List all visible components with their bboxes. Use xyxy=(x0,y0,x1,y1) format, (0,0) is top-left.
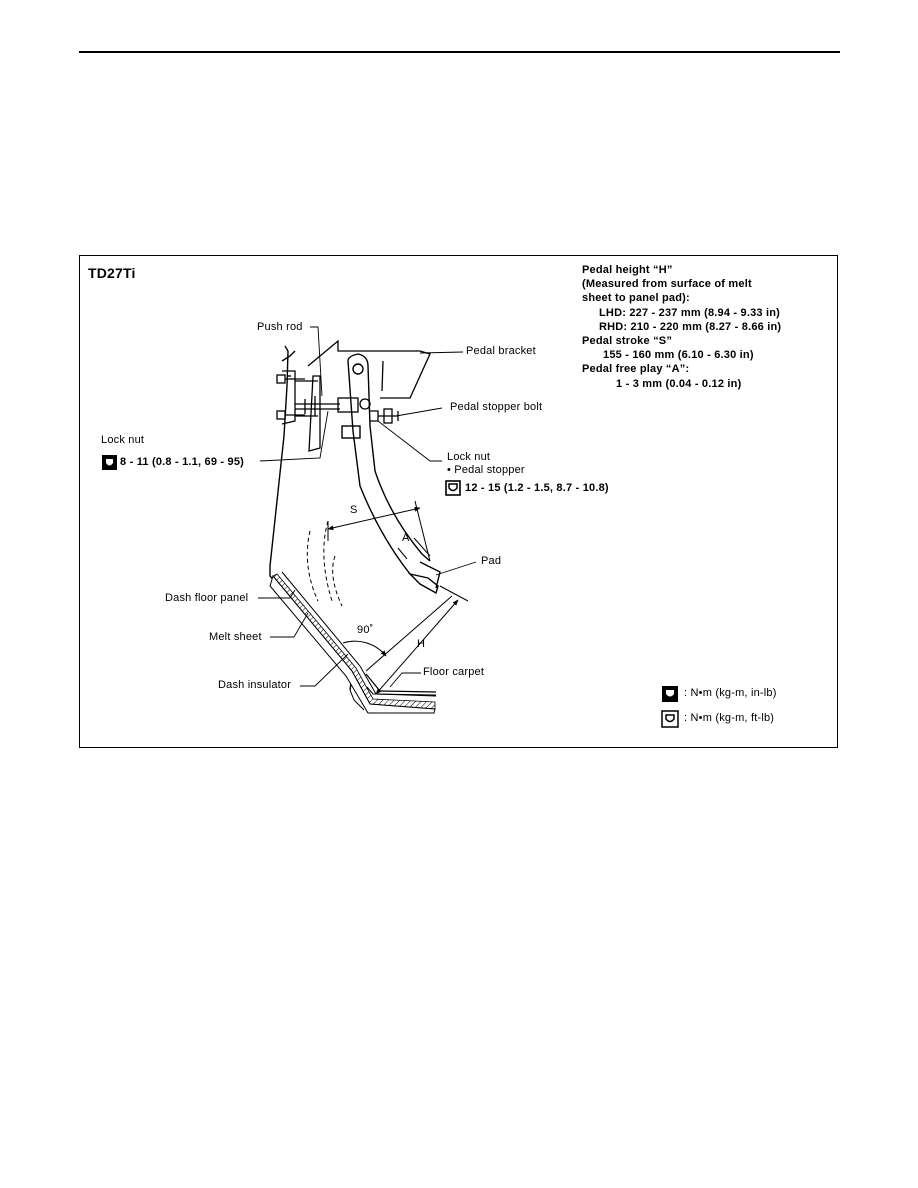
label-angle: 90˚ xyxy=(357,624,374,636)
header-rule xyxy=(79,51,840,53)
legend-ft-lb: : N•m (kg-m, ft-lb) xyxy=(684,712,775,724)
label-height-h: H xyxy=(417,638,426,650)
pedal-pad xyxy=(407,561,441,595)
label-floor-carpet: Floor carpet xyxy=(423,666,485,678)
label-dash-floor-panel: Dash floor panel xyxy=(165,592,249,604)
legend-in-lb: : N•m (kg-m, in-lb) xyxy=(684,687,777,699)
leader-lines xyxy=(258,326,477,688)
pedal-stopper-bolt xyxy=(370,408,399,424)
pedal-diagram-drawing xyxy=(102,326,679,728)
pedal-stroke-title: Pedal stroke “S” xyxy=(582,335,673,348)
label-lock-nut-left: Lock nut xyxy=(101,434,145,446)
floor-layers xyxy=(269,571,437,714)
pedal-specifications: Pedal height “H” (Measured from surface … xyxy=(582,263,781,391)
pedal-height-note-1: (Measured from surface of melt xyxy=(582,278,752,291)
label-melt-sheet: Melt sheet xyxy=(209,631,262,643)
pedal-diagram-figure: TD27Ti Pedal height “H” (Measured from s… xyxy=(79,255,838,748)
label-free-play-a: A xyxy=(402,532,410,544)
figure-title: TD27Ti xyxy=(88,265,136,281)
label-pedal-stopper: • Pedal stopper xyxy=(447,464,525,476)
pedal-height-rhd: RHD: 210 - 220 mm (8.27 - 8.66 in) xyxy=(599,320,782,333)
height-dimension xyxy=(342,585,469,695)
label-pedal-stopper-torque: 12 - 15 (1.2 - 1.5, 8.7 - 10.8) xyxy=(465,482,609,494)
free-play-dimension xyxy=(397,537,431,560)
push-rod xyxy=(295,396,371,416)
label-lock-nut-left-torque: 8 - 11 (0.8 - 1.1, 69 - 95) xyxy=(120,456,245,468)
free-play-value: 1 - 3 mm (0.04 - 0.12 in) xyxy=(616,377,742,390)
pedal-stroke-value: 155 - 160 mm (6.10 - 6.30 in) xyxy=(603,349,754,362)
pedal-height-note-2: sheet to panel pad): xyxy=(582,292,690,305)
legend-icons xyxy=(661,686,679,728)
label-pedal-stopper-bolt: Pedal stopper bolt xyxy=(450,401,543,413)
pedal-bracket xyxy=(276,339,431,452)
label-pad: Pad xyxy=(481,555,502,567)
label-stroke-s: S xyxy=(350,504,358,516)
torque-icons xyxy=(102,455,461,496)
label-push-rod: Push rod xyxy=(257,321,303,333)
depressed-pedal-outline xyxy=(306,520,343,607)
label-lock-nut-right: Lock nut xyxy=(447,451,491,463)
stroke-dimension xyxy=(327,500,431,562)
pedal-height-lhd: LHD: 227 - 237 mm (8.94 - 9.33 in) xyxy=(599,306,781,319)
free-play-title: Pedal free play “A”: xyxy=(582,363,690,376)
label-dash-insulator: Dash insulator xyxy=(218,679,292,691)
pedal-height-title: Pedal height “H” xyxy=(582,264,673,276)
label-pedal-bracket: Pedal bracket xyxy=(466,345,536,357)
